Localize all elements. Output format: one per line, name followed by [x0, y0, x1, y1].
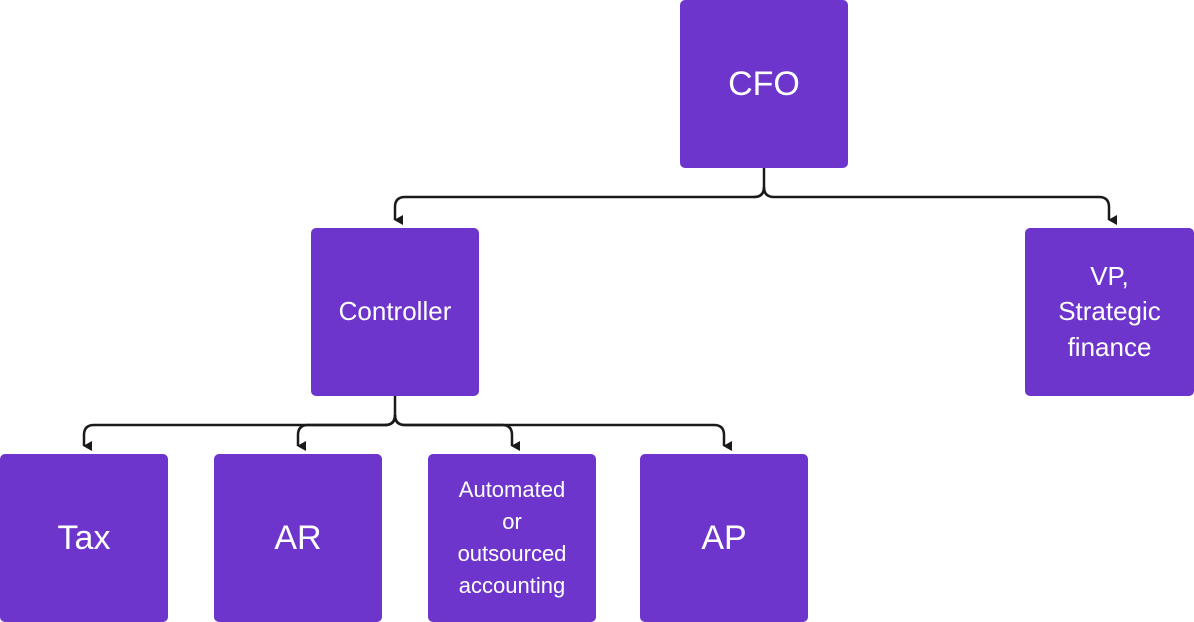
- node-ar: AR: [214, 454, 382, 622]
- node-cfo: CFO: [680, 0, 848, 168]
- node-ap-label: AP: [701, 518, 747, 557]
- node-tax: Tax: [0, 454, 168, 622]
- node-automated-accounting-label: Automated or outsourced accounting: [457, 477, 567, 598]
- node-vp-strategic-finance-label: VP, Strategic finance: [1058, 261, 1161, 362]
- connector-controller-to-ar: [296, 414, 397, 451]
- node-cfo-label: CFO: [728, 64, 800, 103]
- node-tax-label: Tax: [57, 518, 111, 557]
- node-automated-accounting: Automated or outsourced accounting: [428, 454, 596, 622]
- node-ar-label: AR: [274, 518, 322, 557]
- node-controller: Controller: [311, 228, 479, 396]
- connector-cfo-to-controller: [393, 186, 766, 225]
- node-vp-strategic-finance: VP, Strategic finance: [1025, 228, 1194, 396]
- node-controller-label: Controller: [338, 296, 452, 327]
- node-ap: AP: [640, 454, 808, 622]
- connector-controller-to-automated: [393, 414, 520, 451]
- connector-cfo-to-vp: [762, 186, 1117, 225]
- connector-controller-to-tax: [82, 414, 397, 451]
- connector-controller-to-ap: [393, 414, 732, 451]
